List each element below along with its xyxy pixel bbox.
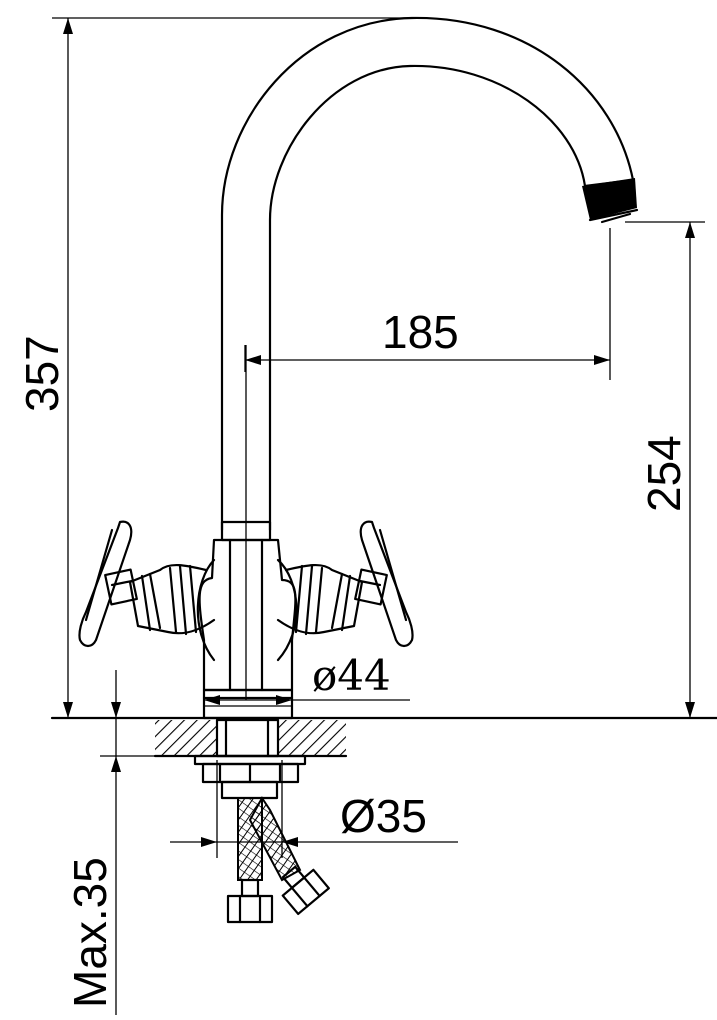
- dimension-shank-diameter: Ø35: [170, 760, 458, 858]
- max-thickness-label: Max.35: [64, 857, 116, 1008]
- total-height-label: 357: [16, 335, 68, 412]
- supply-hoses: [226, 796, 330, 924]
- dimension-max-thickness: Max.35: [64, 670, 155, 1015]
- left-cross-handle: [78, 520, 216, 648]
- countertop-section-left: [155, 720, 217, 756]
- mounting-shank: [193, 718, 307, 800]
- spout-reach-label: 185: [382, 306, 459, 358]
- dimension-body-diameter: ø44: [204, 651, 410, 705]
- right-cross-handle: [276, 520, 414, 648]
- body-diameter-label: ø44: [312, 651, 391, 700]
- faucet-body: [196, 538, 298, 720]
- dimension-spout-reach: 185: [244, 228, 611, 380]
- countertop: [50, 716, 717, 758]
- countertop-section-right: [278, 720, 346, 756]
- spout-height-label: 254: [638, 435, 690, 512]
- gooseneck-spout: [220, 16, 639, 700]
- dimension-spout-height: 254: [625, 221, 705, 718]
- dimension-total-height: 357: [16, 17, 415, 718]
- shank-diameter-label: Ø35: [340, 790, 427, 842]
